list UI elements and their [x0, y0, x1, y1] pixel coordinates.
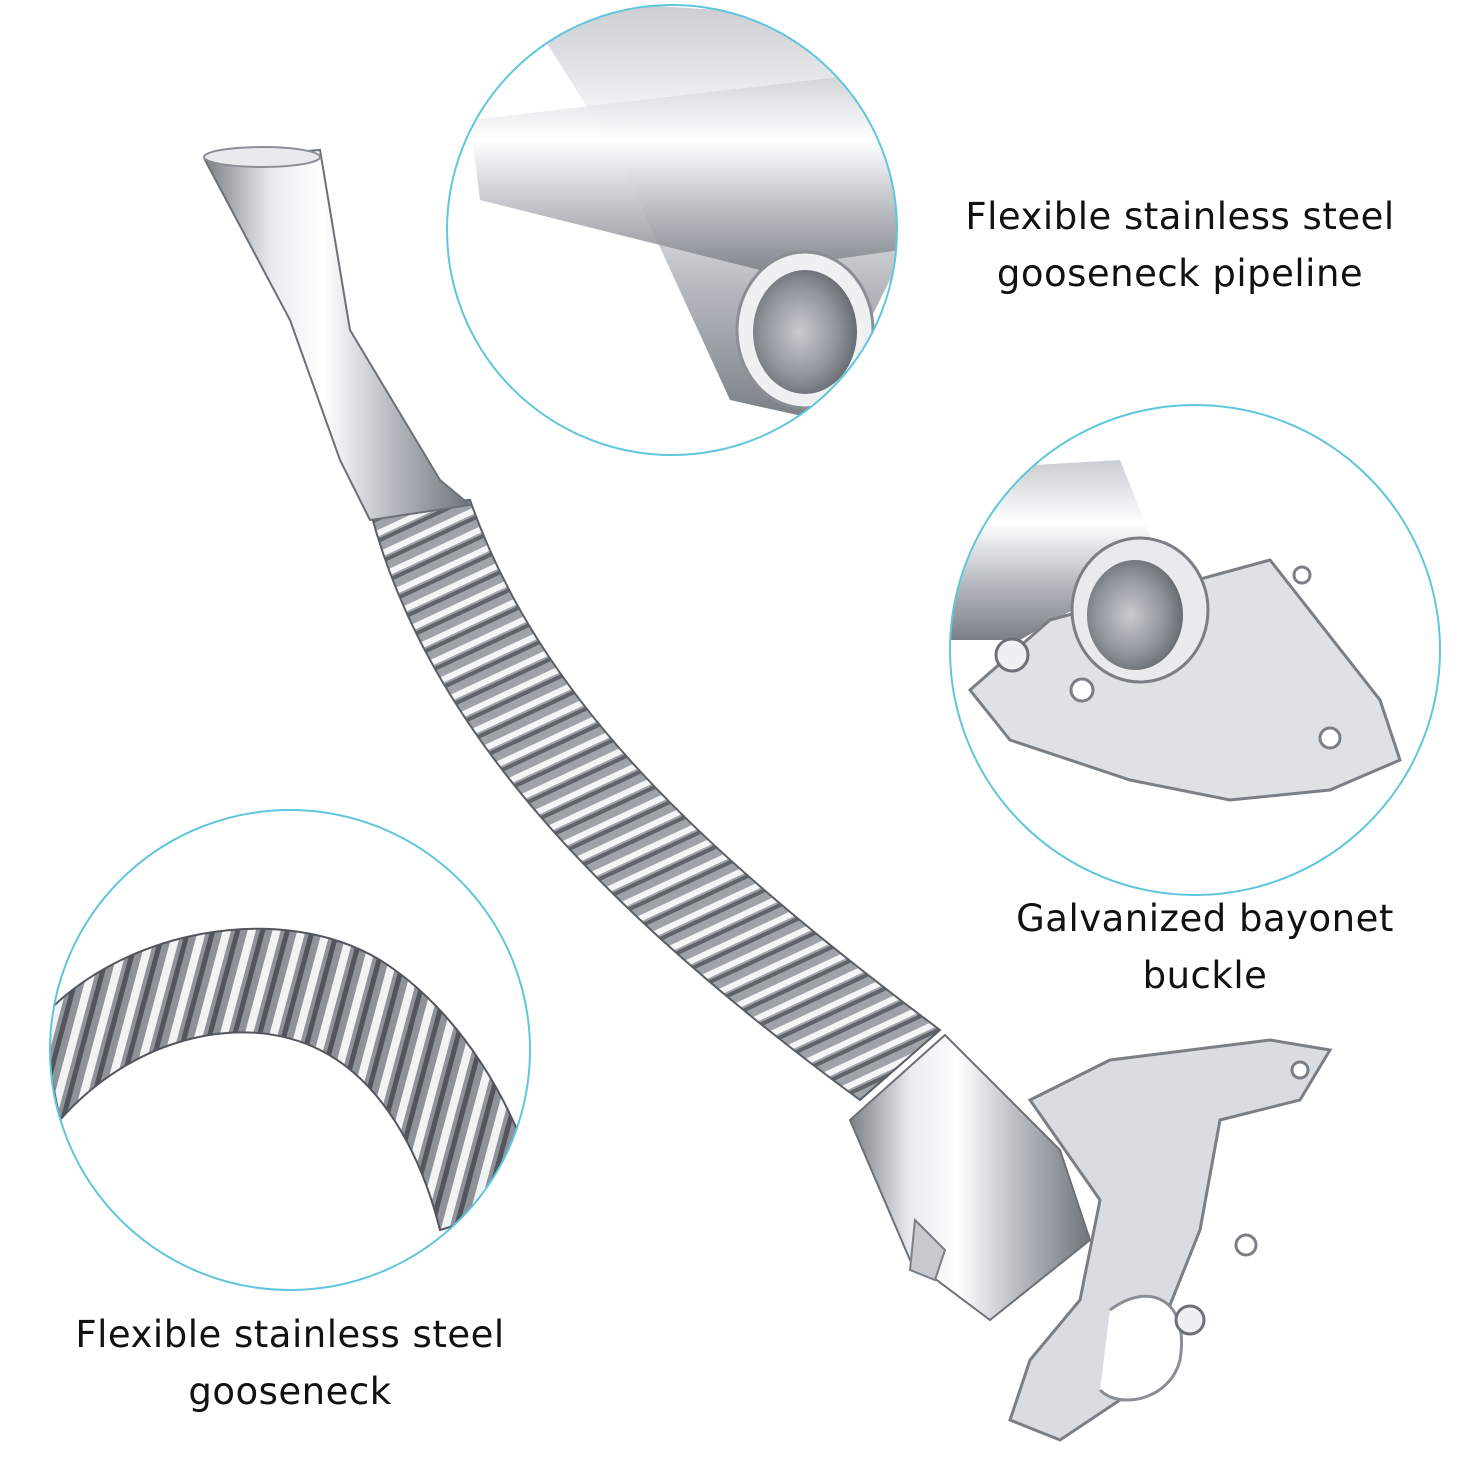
spout-main — [203, 146, 1333, 1442]
callout-line: buckle — [1142, 954, 1268, 997]
callout-line: Galvanized bayonet — [1016, 897, 1394, 940]
callout-line: gooseneck — [188, 1370, 392, 1413]
callout-line: Flexible stainless steel — [965, 195, 1395, 238]
bracket-hole — [1290, 1060, 1310, 1080]
callout-outline — [446, 4, 898, 456]
top-tube-mouth — [203, 146, 321, 168]
detail-circle-bayonet — [949, 404, 1441, 896]
detail-circle-pipeline — [446, 4, 898, 456]
bracket-hole — [1234, 1233, 1258, 1257]
top-rigid-tube — [203, 148, 473, 522]
callout-label-gooseneck: Flexible stainless steel gooseneck — [40, 1306, 540, 1420]
callout-label-bayonet: Galvanized bayonet buckle — [985, 890, 1425, 1004]
bracket-rivet — [1174, 1304, 1206, 1336]
callout-line: gooseneck pipeline — [996, 252, 1364, 295]
callout-line: Flexible stainless steel — [75, 1313, 505, 1356]
detail-circle-gooseneck — [49, 809, 531, 1291]
callout-outline — [49, 809, 531, 1291]
corrugated-hose — [368, 498, 942, 1102]
callout-outline — [949, 404, 1441, 896]
callout-label-pipeline: Flexible stainless steel gooseneck pipel… — [930, 188, 1430, 302]
